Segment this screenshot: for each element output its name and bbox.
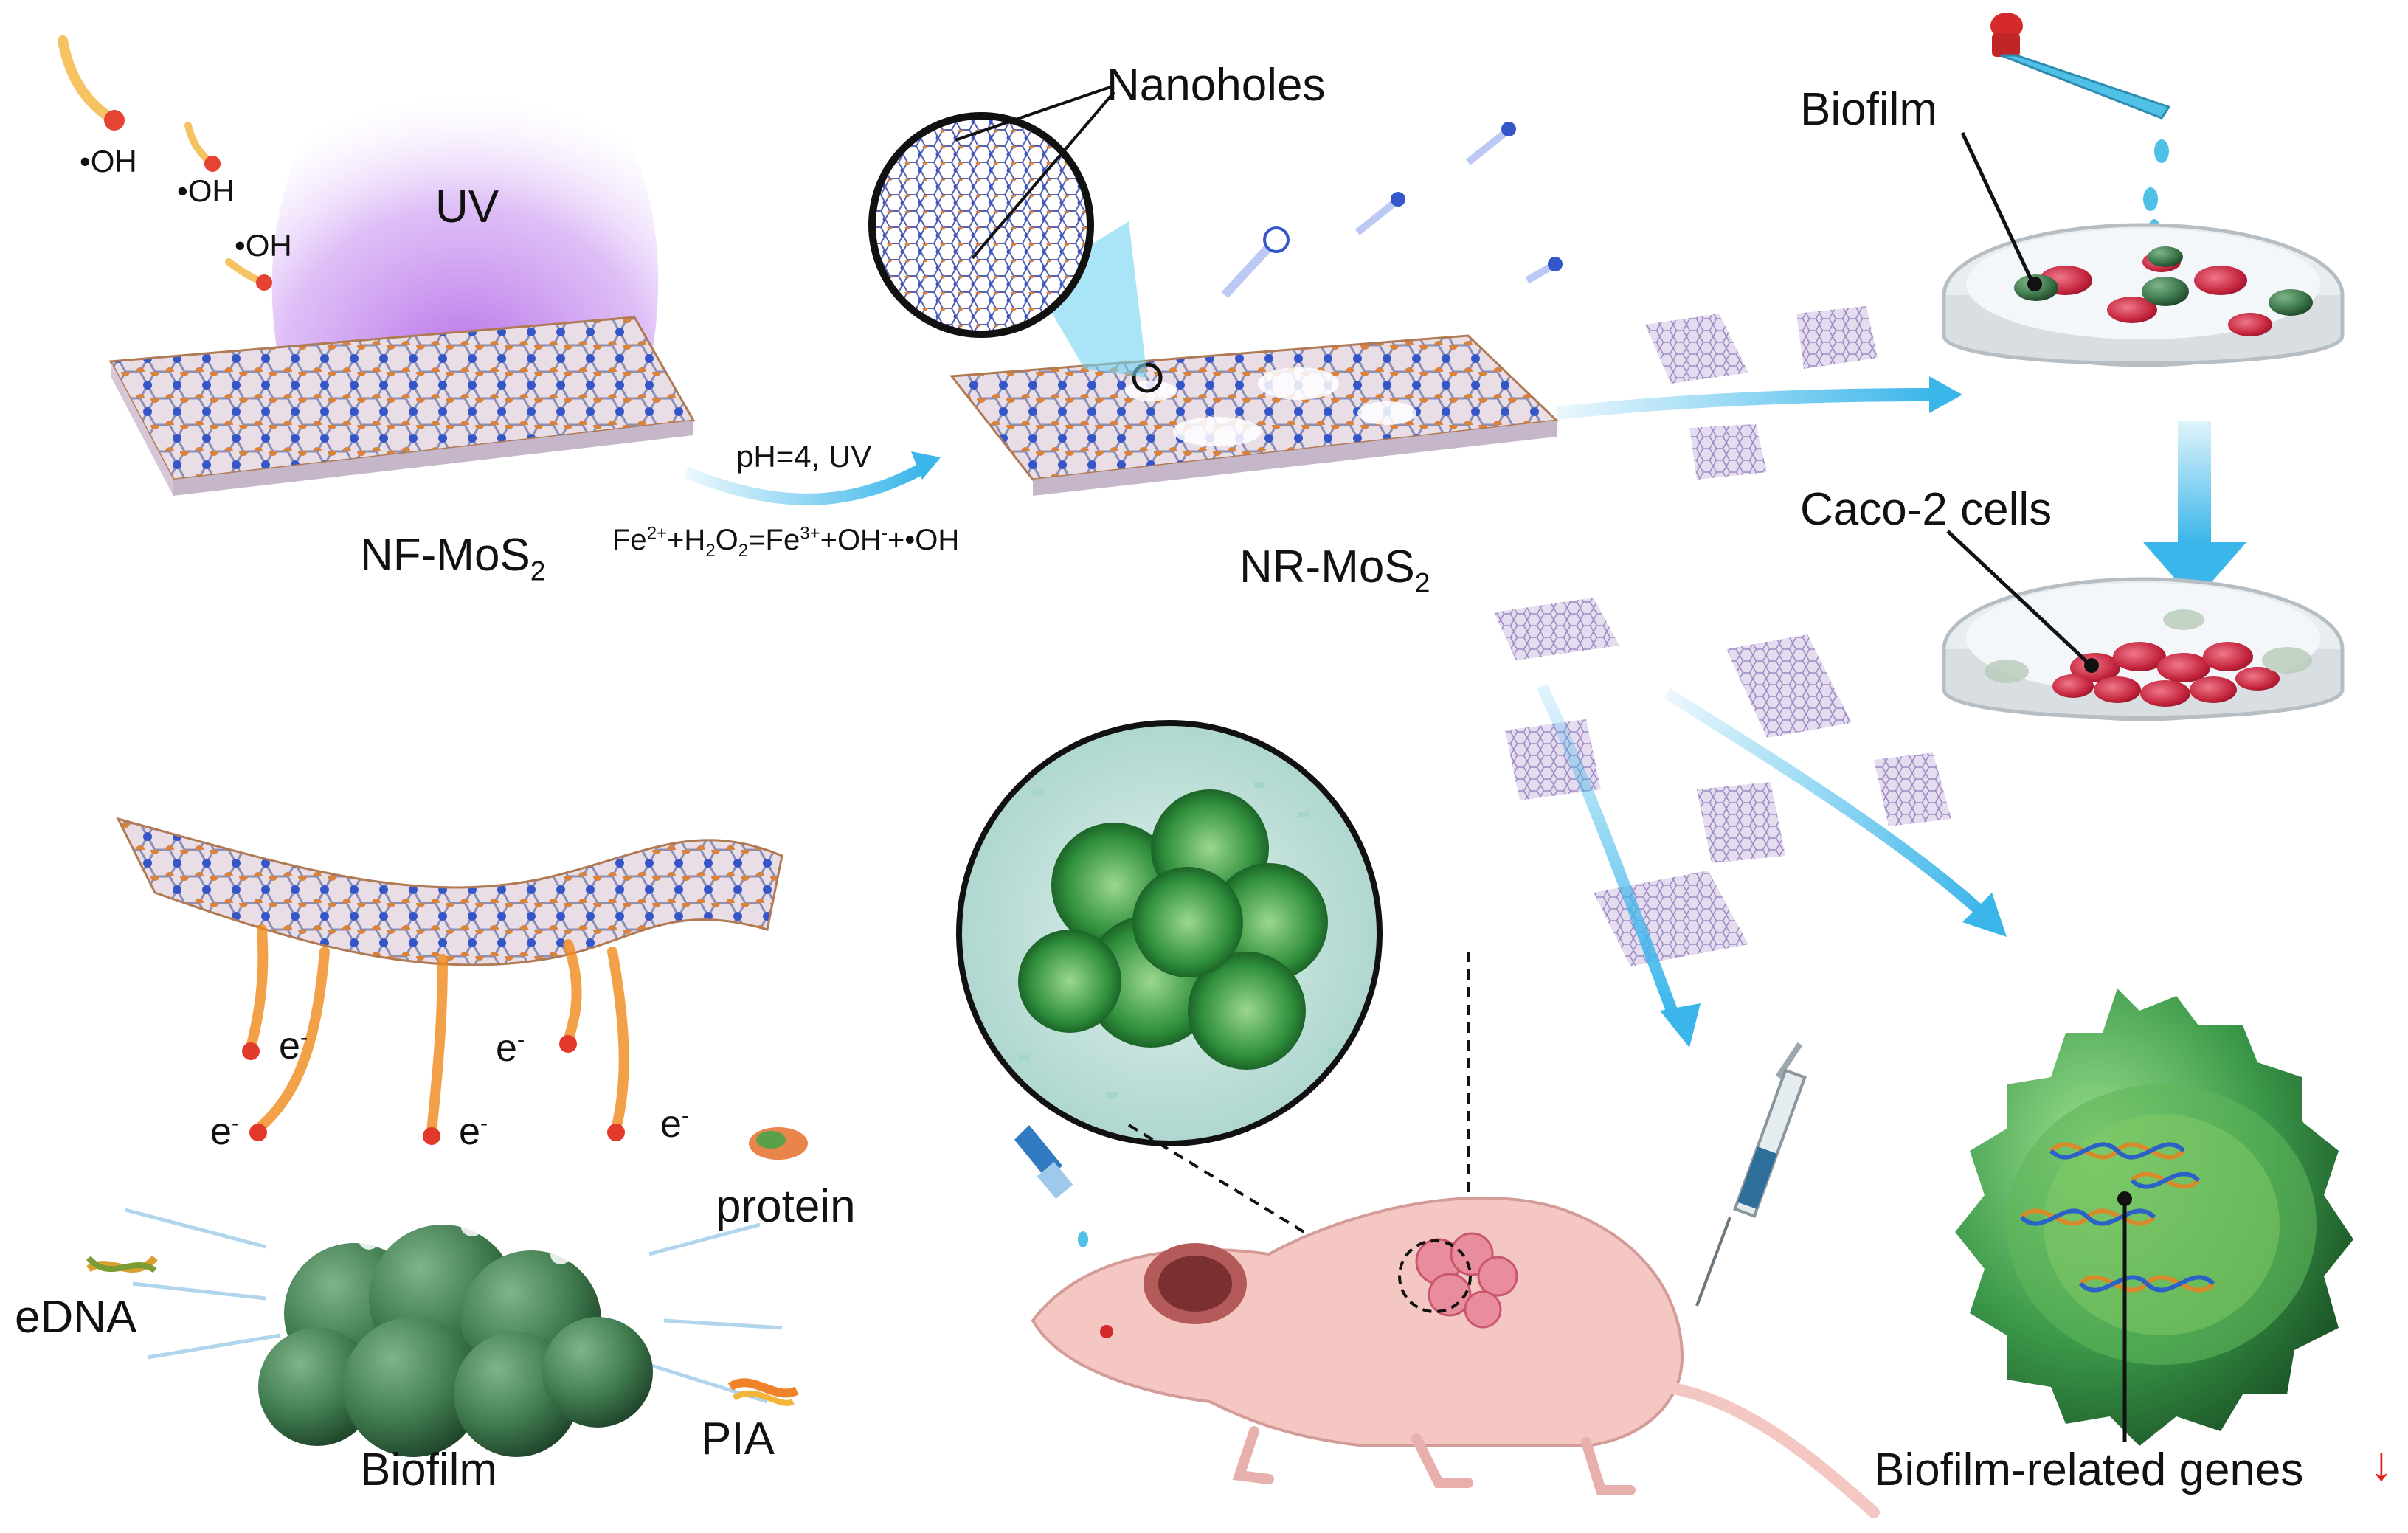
petri-dish-caco2 bbox=[1942, 530, 2345, 721]
pia-label: PIA bbox=[701, 1413, 775, 1464]
nr-mos2-label: NR-MoS2 bbox=[1239, 541, 1430, 598]
biofilm-cluster bbox=[125, 1155, 783, 1457]
uv-label: UV bbox=[435, 181, 499, 232]
electron-streams bbox=[246, 924, 629, 1138]
electron-label-2: e- bbox=[210, 1110, 240, 1153]
dna-helices bbox=[2019, 1142, 2215, 1293]
electron-label-1: e- bbox=[279, 1024, 308, 1067]
released-molecules bbox=[1221, 122, 1563, 299]
decrease-arrow-icon: ↓ bbox=[2370, 1437, 2393, 1490]
genes-pointer bbox=[2117, 1191, 2132, 1442]
flow-arrow-down bbox=[2143, 421, 2246, 601]
hydroxyl-label-2: •OH bbox=[177, 173, 235, 208]
bent-mos2-sheet bbox=[116, 817, 783, 966]
nf-mos2-sheet bbox=[108, 316, 696, 496]
reaction-arrow bbox=[683, 451, 941, 505]
dropper bbox=[1990, 13, 2171, 238]
nanoholes-label: Nanoholes bbox=[1107, 60, 1326, 111]
protein-icon bbox=[749, 1127, 808, 1160]
caco2-cells-label: Caco-2 cells bbox=[1800, 484, 2052, 535]
edna-icon bbox=[86, 1255, 158, 1273]
biofilm-dish-label: Biofilm bbox=[1800, 84, 1938, 135]
syringe bbox=[1695, 1042, 1807, 1307]
flow-arrow-to-dish bbox=[1556, 376, 1962, 420]
biofilm-label: Biofilm bbox=[360, 1444, 498, 1495]
biofilm-genes-label: Biofilm-related genes bbox=[1874, 1444, 2304, 1495]
electron-label-5: e- bbox=[660, 1102, 690, 1146]
hydroxyl-label-1: •OH bbox=[80, 144, 137, 179]
biofilm-zoom-circle bbox=[956, 720, 1470, 1300]
electron-label-3: e- bbox=[459, 1110, 488, 1153]
nf-mos2-label: NF-MoS2 bbox=[360, 530, 546, 586]
protein-label: protein bbox=[716, 1181, 856, 1232]
eye-dropper-bottle bbox=[1014, 1125, 1088, 1247]
electron-label-4: e- bbox=[496, 1026, 525, 1070]
flow-arrows-lower bbox=[1536, 683, 2007, 1048]
electron-dots bbox=[242, 1035, 625, 1145]
nr-mos2-sheet bbox=[949, 334, 1560, 496]
pia-icon bbox=[727, 1378, 799, 1406]
hydroxyl-radical-icons bbox=[58, 35, 272, 291]
nanohole-magnifier bbox=[868, 86, 1147, 378]
uv-light-beam bbox=[271, 30, 659, 369]
reaction-equation-label: Fe2++H2O2=Fe3++OH-+•OH bbox=[612, 523, 960, 561]
hydroxyl-label-3: •OH bbox=[235, 228, 292, 263]
reaction-condition-label: pH=4, UV bbox=[736, 439, 872, 474]
edna-label: eDNA bbox=[15, 1292, 137, 1343]
petri-dish-biofilm bbox=[1942, 131, 2345, 367]
mouse-illustration bbox=[1031, 1196, 1880, 1518]
